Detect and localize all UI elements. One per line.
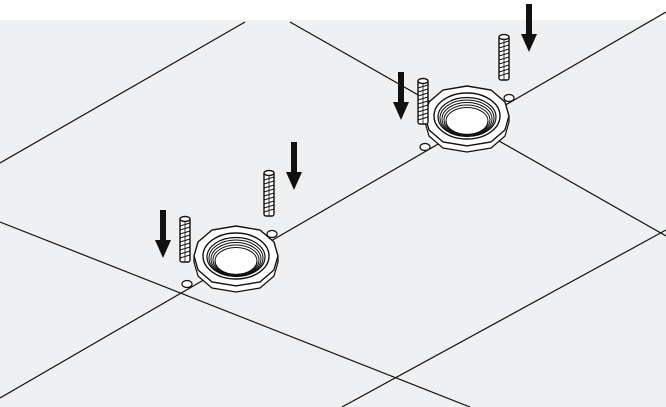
background-corner bbox=[0, 0, 666, 20]
floor-grid-lines bbox=[0, 11, 666, 407]
wall-plug-anchor-icon bbox=[417, 77, 429, 125]
wall-plug-anchor-icon bbox=[263, 169, 275, 217]
wall-plug-anchor-icon bbox=[498, 33, 510, 81]
hole-icon bbox=[266, 229, 278, 239]
wall-plug-anchor-icon bbox=[179, 215, 191, 263]
threaded-flange-icon bbox=[424, 85, 510, 153]
drill-holes bbox=[181, 93, 515, 289]
threaded-flange-icon bbox=[193, 225, 279, 293]
hole-icon bbox=[419, 142, 431, 152]
hole-icon bbox=[503, 93, 515, 103]
floor-plane bbox=[0, 20, 666, 407]
hole-icon bbox=[181, 279, 193, 289]
